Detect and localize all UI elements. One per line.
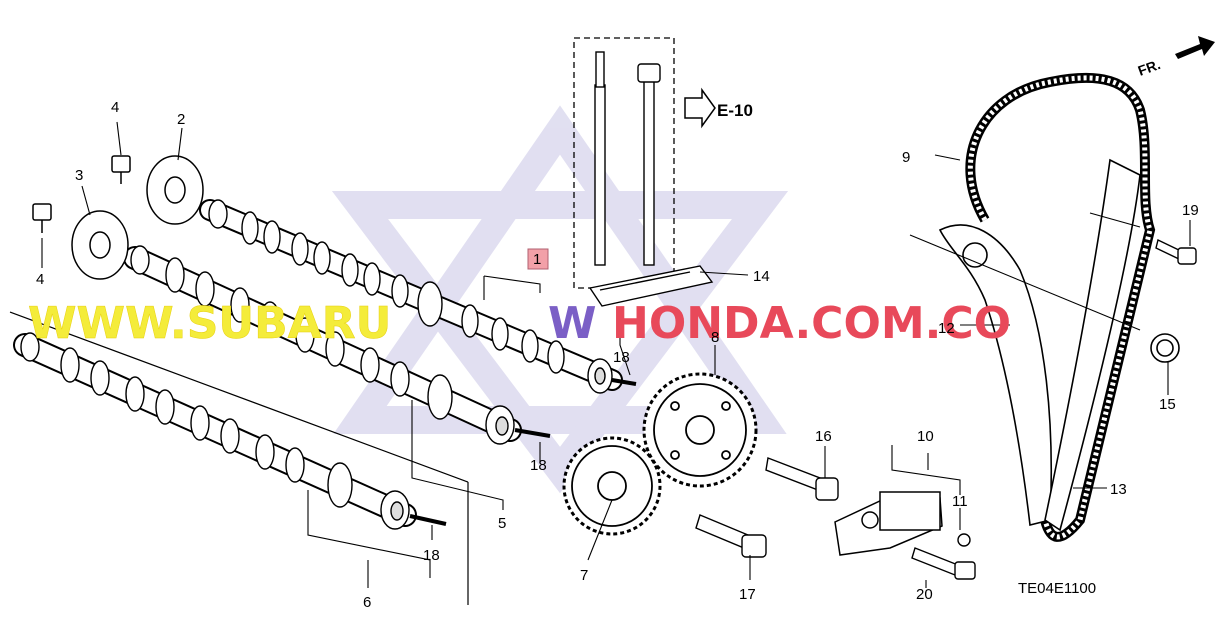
callout-labels: 1 2 3 4 4 5 6 7 8 9 10 11 12 13 14 15 16… (36, 99, 1199, 611)
front-direction-indicator: FR. (1136, 36, 1215, 79)
mounting-bolts (695, 238, 1197, 580)
callout-6: 6 (363, 594, 371, 611)
cam-sprockets (562, 372, 758, 536)
watermark-part3: HONDA.COM.CO (612, 298, 1011, 349)
watermark-part1: WWW.SUBARU (28, 298, 391, 349)
callout-14: 14 (753, 268, 770, 285)
chain-tensioner (834, 491, 943, 556)
rocker-shaft-assembly (573, 37, 716, 307)
callout-20: 20 (916, 586, 933, 603)
callout-3: 3 (75, 167, 83, 184)
callout-1-highlight (527, 248, 549, 270)
camshaft-exhaust (199, 199, 637, 394)
front-label: FR. (1136, 56, 1163, 79)
callout-11: 11 (952, 493, 968, 510)
callout-8: 8 (711, 329, 719, 346)
callout-4b: 4 (36, 271, 44, 288)
camshaft-bottom (13, 332, 447, 530)
callout-10: 10 (917, 428, 934, 445)
callout-19: 19 (1182, 202, 1199, 219)
callout-1: 1 (533, 251, 541, 268)
callout-13: 13 (1110, 481, 1127, 498)
callout-18c: 18 (423, 547, 440, 564)
front-arrow-icon (1175, 36, 1215, 59)
camshaft-intake (123, 245, 551, 445)
callout-15: 15 (1159, 396, 1176, 413)
callout-2: 2 (177, 111, 185, 128)
site-watermark: WWW.SUBARU W HONDA.COM.CO (28, 298, 1011, 350)
timing-chain (965, 72, 1156, 542)
diagram-code: TE04E1100 (1018, 580, 1096, 597)
chain-guides (938, 158, 1180, 532)
reference-label: E-10 (717, 101, 753, 120)
callout-12: 12 (938, 320, 955, 337)
callout-7: 7 (580, 567, 588, 584)
callout-16: 16 (815, 428, 832, 445)
callout-9: 9 (902, 149, 910, 166)
callout-17: 17 (739, 586, 756, 603)
callout-4a: 4 (111, 99, 119, 116)
callout-18b: 18 (530, 457, 547, 474)
cam-pulse-plates (32, 155, 204, 280)
callout-5: 5 (498, 515, 506, 532)
watermark-part2: W (548, 298, 597, 349)
callout-18a: 18 (613, 349, 630, 366)
